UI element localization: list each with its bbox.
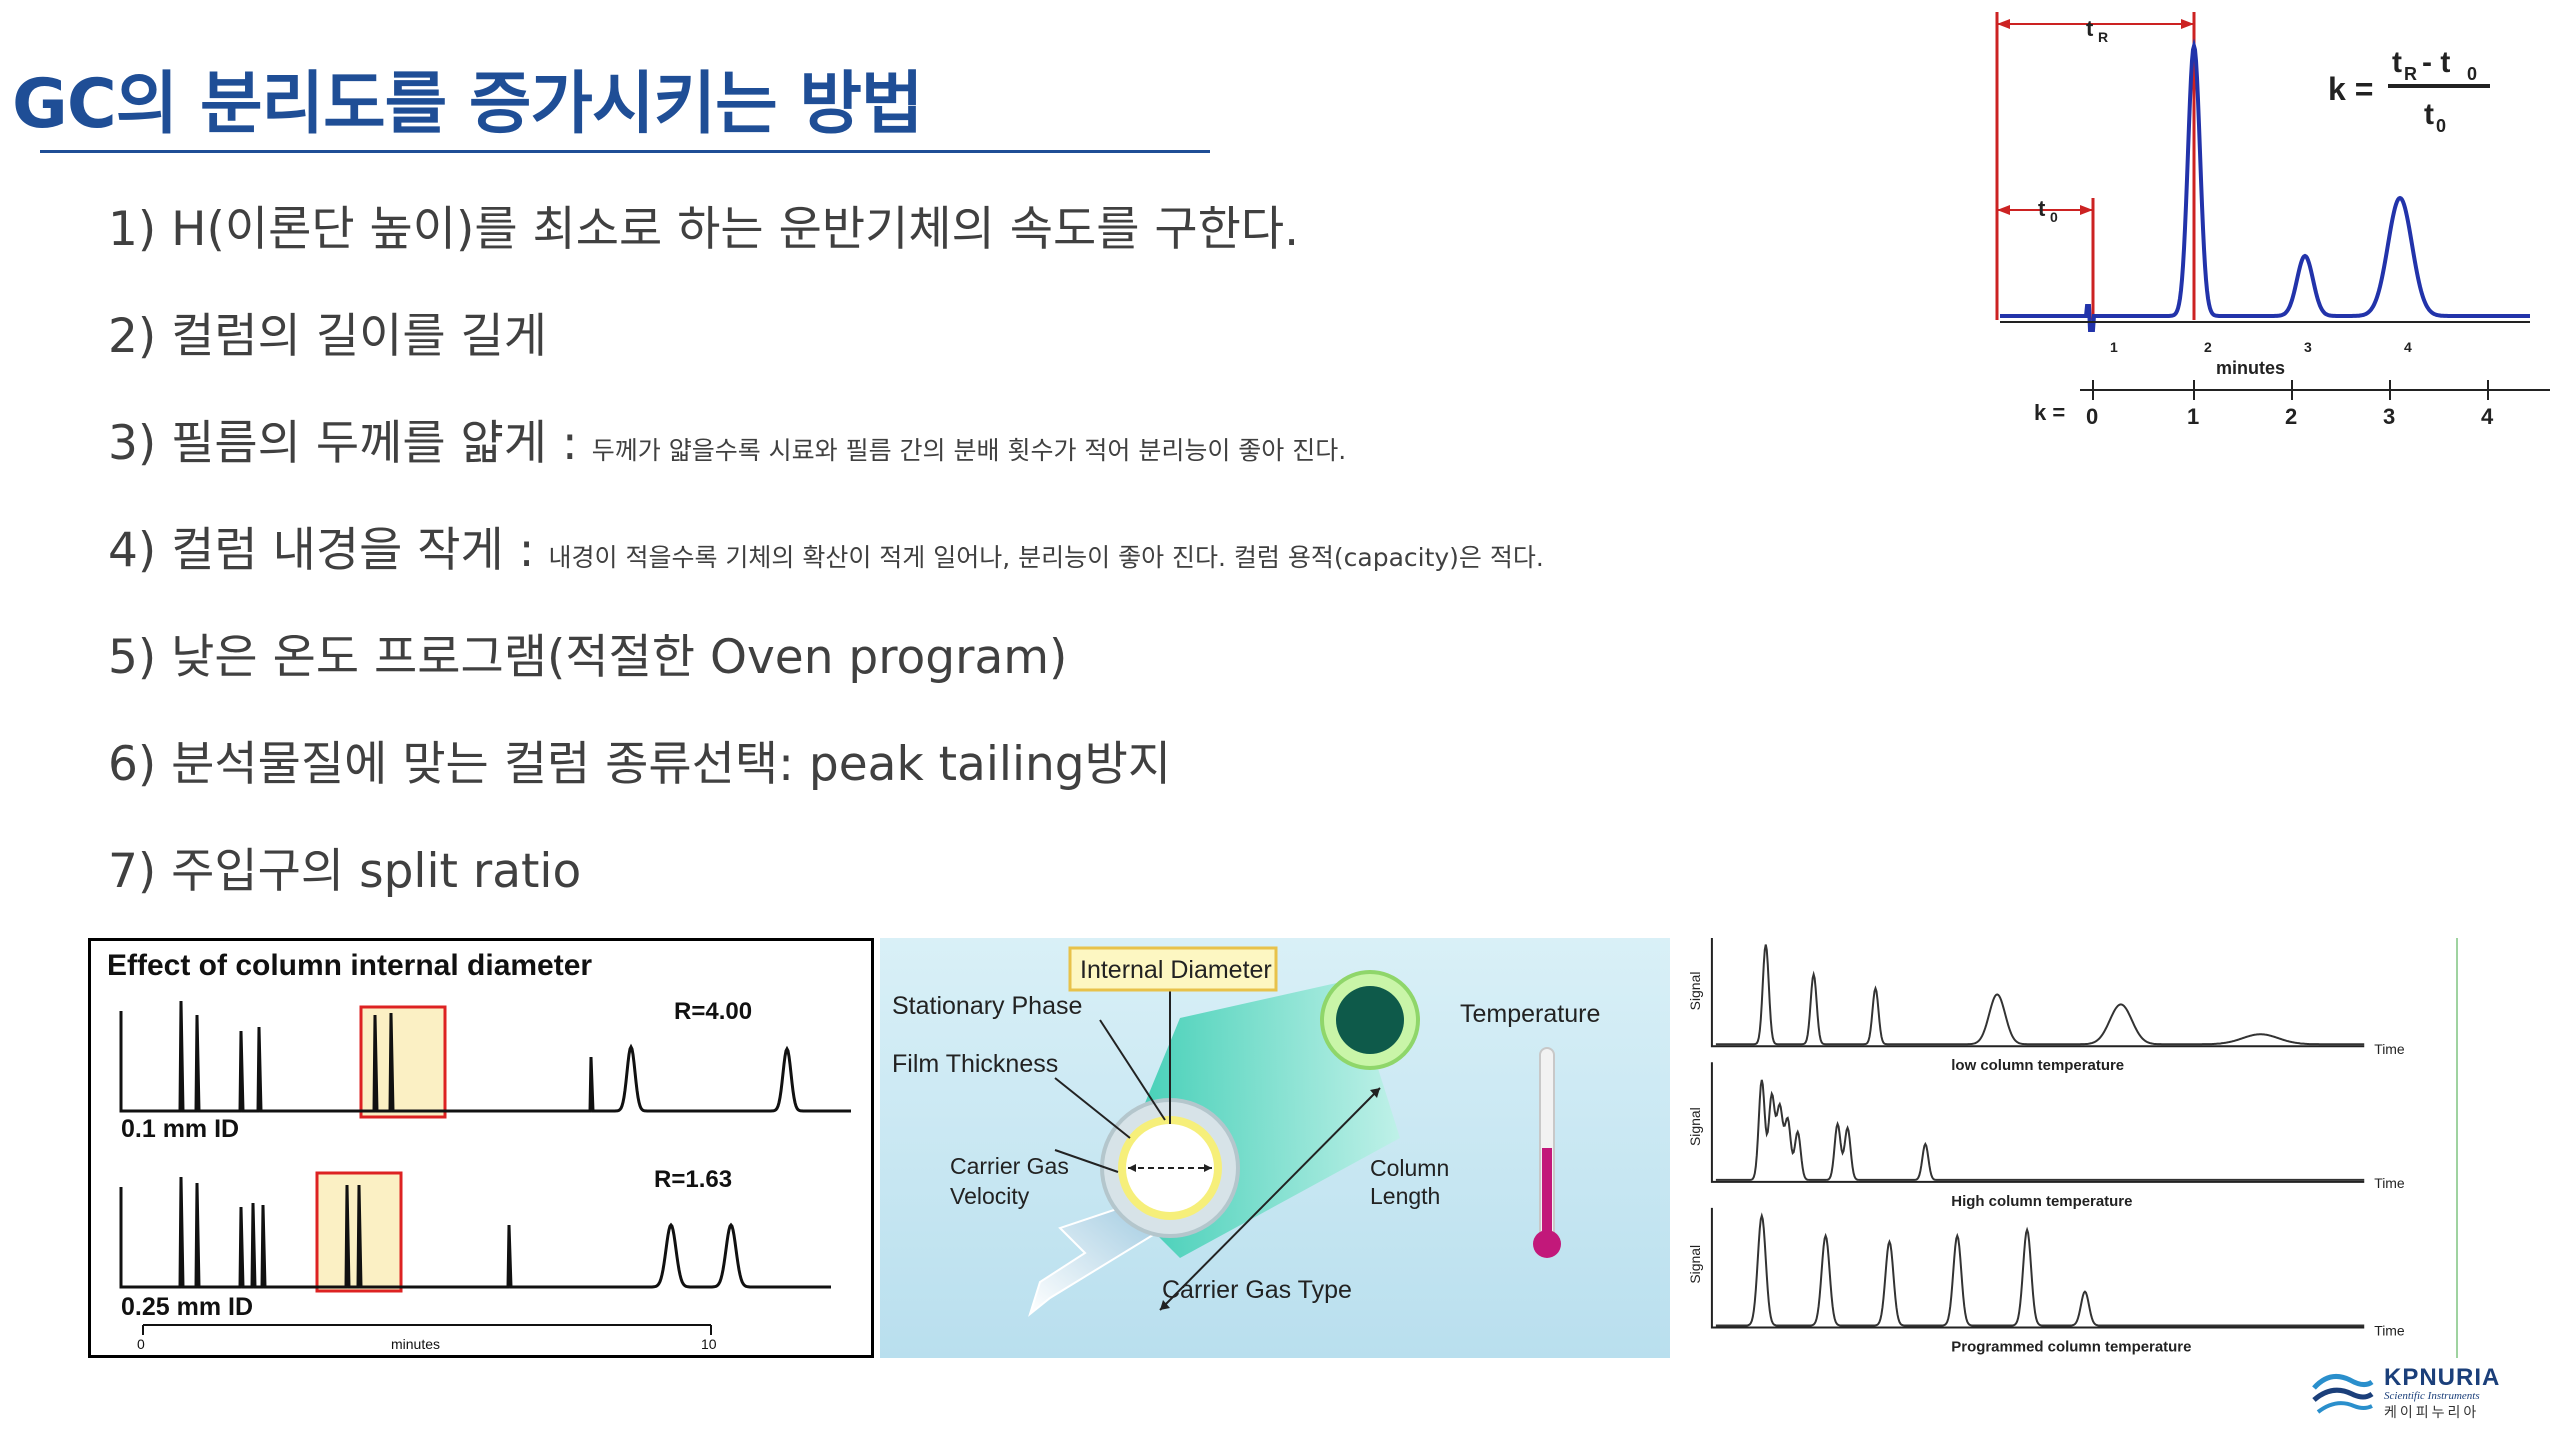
- retention-factor-svg: t R t 0 1 2 3 4 minutes k = 0 1 2 3 4 k = t R -…: [1995, 12, 2550, 429]
- method-item-5: 5) 낮은 온도 프로그램(적절한 Oven program): [108, 618, 1808, 725]
- film-thickness-label: Film Thickness: [892, 1050, 1058, 1078]
- column-end-inner: [1336, 986, 1404, 1054]
- formula-minus: - t: [2422, 46, 2450, 79]
- caption-high-temp: High column temperature: [1951, 1193, 2132, 1210]
- time-tick-label: 2: [2204, 339, 2212, 355]
- temp-axis: [1710, 938, 2365, 1048]
- internal-diameter-box: [1068, 946, 1278, 992]
- temp-axis: [1710, 1207, 2365, 1329]
- temp-trace-1: [1715, 944, 2365, 1046]
- t0-label: t: [2038, 196, 2046, 221]
- signal-label-3: Signal: [1687, 1245, 1703, 1284]
- time-label-3: Time: [2374, 1323, 2405, 1339]
- time-axis-ticks: 1 2 3 4: [2110, 339, 2412, 355]
- narrow-bore-label: 0.1 mm ID: [121, 1115, 239, 1143]
- signal-label-1: Signal: [1687, 972, 1703, 1011]
- time-axis-label: minutes: [2216, 358, 2285, 378]
- method-note: 두께가 얇을수록 시료와 필름 간의 분배 횟수가 적어 분리능이 좋아 진다.: [591, 436, 1347, 465]
- narrow-bore-trace: [119, 1000, 851, 1113]
- method-item-4: 4) 컬럼 내경을 작게 : 내경이 적을수록 기체의 확산이 적게 일어나, …: [108, 511, 1808, 618]
- k-tick-label: 2: [2285, 404, 2297, 429]
- k-tick-label: 4: [2481, 404, 2494, 429]
- method-item-7: 7) 주입구의 split ratio: [108, 832, 1808, 939]
- formula-denominator: t: [2424, 98, 2434, 131]
- time-tick-label: 3: [2304, 339, 2312, 355]
- formula-lhs: k =: [2328, 71, 2373, 107]
- internal-diameter-svg: Effect of column internal diameter 0.1 m…: [107, 949, 851, 1352]
- time-label-2: Time: [2374, 1175, 2405, 1191]
- time-label-1: Time: [2374, 1041, 2405, 1057]
- logo-name: KPNURIA: [2384, 1364, 2501, 1391]
- method-text: 1) H(이론단 높이)를 최소로 하는 운반기체의 속도를 구한다.: [108, 202, 1300, 257]
- column-length-label-1: Column: [1370, 1155, 1449, 1181]
- column-parameters-figure: Internal Diameter Stationary Phase Film …: [880, 938, 1670, 1358]
- tr-sub: R: [2098, 29, 2108, 45]
- time-tick-label: 4: [2404, 339, 2412, 355]
- page-title: GC의 분리도를 증가시키는 방법: [12, 65, 923, 144]
- narrow-bore-resolution: R=4.00: [674, 998, 752, 1025]
- method-text: 3) 필름의 두께를 얇게 :: [108, 416, 578, 471]
- temp-trace-3: [1715, 1212, 2365, 1327]
- chromatogram-trace: [2000, 38, 2530, 332]
- logo-korean: 케이피누리아: [2384, 1405, 2480, 1421]
- wide-bore-trace: [119, 1176, 831, 1289]
- k-tick-label: 0: [2086, 404, 2098, 429]
- carrier-gas-velocity-label-1: Carrier Gas: [950, 1153, 1069, 1179]
- method-item-6: 6) 분석물질에 맞는 컬럼 종류선택: peak tailing방지: [108, 725, 1808, 832]
- internal-diameter-label: Internal Diameter: [1080, 956, 1272, 984]
- t0-sub: 0: [2050, 209, 2058, 225]
- column-parameters-svg: Internal Diameter Stationary Phase Film …: [880, 938, 1670, 1358]
- k-tick-label: 3: [2383, 404, 2395, 429]
- k-axis-ticks: 0 1 2 3 4: [2086, 380, 2494, 429]
- k-axis-label: k =: [2034, 400, 2065, 425]
- method-text: 2) 컬럼의 길이를 길게: [108, 309, 547, 364]
- formula-numerator-sub2: 0: [2467, 64, 2477, 84]
- method-list: 1) H(이론단 높이)를 최소로 하는 운반기체의 속도를 구한다. 2) 컬…: [108, 190, 1808, 939]
- method-item-2: 2) 컬럼의 길이를 길게: [108, 297, 1808, 404]
- carrier-gas-velocity-label-2: Velocity: [950, 1183, 1030, 1209]
- internal-diameter-figure: Effect of column internal diameter 0.1 m…: [88, 938, 874, 1358]
- method-text: 7) 주입구의 split ratio: [108, 844, 582, 899]
- axis-end: 10: [701, 1336, 717, 1352]
- formula-numerator-sub: R: [2404, 64, 2417, 84]
- wide-bore-resolution: R=1.63: [654, 1166, 732, 1193]
- method-note: 내경이 적을수록 기체의 확산이 적게 일어나, 분리능이 좋아 진다. 컬럼 …: [548, 543, 1544, 572]
- temp-axis: [1710, 1062, 2365, 1183]
- formula-denominator-sub: 0: [2436, 116, 2446, 136]
- carrier-gas-type-label: Carrier Gas Type: [1162, 1276, 1352, 1304]
- figure-title: Effect of column internal diameter: [107, 949, 592, 982]
- tr-label: t: [2086, 16, 2094, 41]
- temp-trace-2: [1715, 1079, 2365, 1181]
- method-item-1: 1) H(이론단 높이)를 최소로 하는 운반기체의 속도를 구한다.: [108, 190, 1808, 297]
- axis-label: minutes: [391, 1336, 440, 1352]
- method-text: 4) 컬럼 내경을 작게 :: [108, 523, 535, 578]
- temperature-label: Temperature: [1460, 1000, 1600, 1028]
- axis-start: 0: [137, 1336, 145, 1352]
- wide-bore-label: 0.25 mm ID: [121, 1293, 253, 1321]
- k-tick-label: 1: [2187, 404, 2199, 429]
- retention-factor-figure: t R t 0 1 2 3 4 minutes k = 0 1 2 3 4 k = t R -…: [1990, 0, 2560, 440]
- caption-programmed-temp: Programmed column temperature: [1951, 1338, 2191, 1355]
- wave-logo-icon: [2312, 1373, 2374, 1414]
- column-temperature-figure: Signal Signal Signal Time Time Time low …: [1676, 938, 2458, 1358]
- logo-subtitle: Scientific Instruments: [2384, 1390, 2480, 1402]
- stationary-phase-label: Stationary Phase: [892, 992, 1082, 1020]
- method-text: 6) 분석물질에 맞는 컬럼 종류선택: peak tailing방지: [108, 737, 1172, 792]
- column-length-label-2: Length: [1370, 1183, 1440, 1209]
- signal-label-2: Signal: [1687, 1107, 1703, 1146]
- time-tick-label: 1: [2110, 339, 2118, 355]
- method-text: 5) 낮은 온도 프로그램(적절한 Oven program): [108, 630, 1068, 685]
- formula-numerator: t: [2392, 46, 2402, 79]
- column-temperature-svg: Signal Signal Signal Time Time Time low …: [1687, 938, 2405, 1355]
- company-logo: KPNURIA Scientific Instruments 케이피누리아: [2310, 1360, 2520, 1421]
- title-underline: [40, 150, 1210, 153]
- method-item-3: 3) 필름의 두께를 얇게 : 두께가 얇을수록 시료와 필름 간의 분배 횟수…: [108, 404, 1808, 511]
- caption-low-temp: low column temperature: [1951, 1057, 2124, 1074]
